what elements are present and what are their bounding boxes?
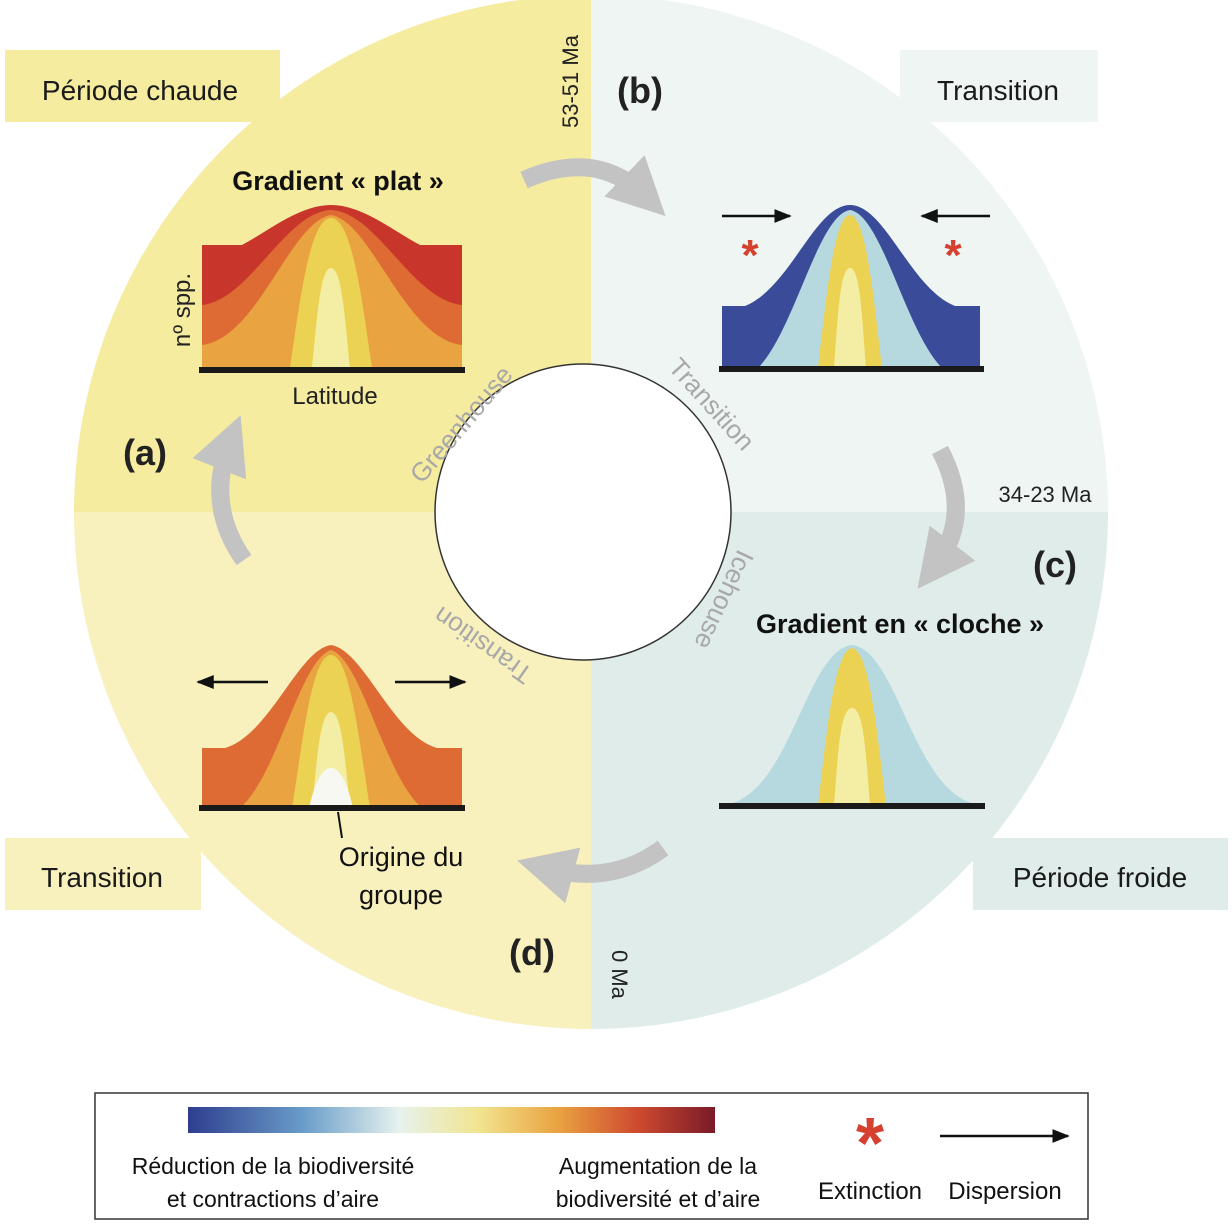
corner-label-a: Période chaude xyxy=(42,75,238,106)
corner-box-b xyxy=(900,50,1098,122)
cycle-arrows xyxy=(192,155,976,904)
extinction-icon: * xyxy=(944,231,962,280)
cycle-arrow-b-to-c xyxy=(917,445,976,589)
legend: Réduction de la biodiversité et contract… xyxy=(94,1092,1089,1220)
band-pale-c xyxy=(834,708,870,805)
cycle-arrow-d-to-a xyxy=(192,415,252,566)
panel-a-flat-gradient: Gradient « plat » Latitude nº spp. xyxy=(169,166,465,410)
cycle-arrow-a-to-b xyxy=(520,155,666,217)
label-a: (a) xyxy=(123,432,167,473)
time-label-d: 0 Ma xyxy=(607,950,632,1000)
panel-c-title: Gradient en « cloche » xyxy=(756,609,1044,639)
panel-a-title: Gradient « plat » xyxy=(232,166,444,196)
center-hole xyxy=(434,363,732,661)
panel-d-transition: Origine du groupe xyxy=(196,645,467,910)
legend-extinction-label: Extinction xyxy=(818,1178,922,1205)
cycle-arrow-c-to-d xyxy=(517,840,669,904)
corner-box-a xyxy=(5,50,280,122)
corner-label-b: Transition xyxy=(937,75,1059,106)
origin-pointer-line xyxy=(337,811,343,839)
corner-box-c xyxy=(973,838,1228,910)
legend-right-line2: biodiversité et d’aire xyxy=(556,1186,761,1212)
panel-c-baseline xyxy=(719,803,985,809)
time-label-a: 53-51 Ma xyxy=(558,34,583,128)
label-d: (d) xyxy=(509,932,555,973)
panel-d-baseline xyxy=(199,805,465,811)
origin-annotation-line2: groupe xyxy=(359,880,443,910)
legend-extinction-icon: * xyxy=(856,1104,884,1184)
corner-label-c: Période froide xyxy=(1013,862,1187,893)
legend-left-line1: Réduction de la biodiversité xyxy=(132,1153,415,1179)
origin-region xyxy=(309,768,353,808)
band-pale xyxy=(312,268,350,368)
label-b: (b) xyxy=(617,70,663,111)
axis-label-latitude: Latitude xyxy=(292,383,377,410)
time-label-b: 34-23 Ma xyxy=(999,482,1093,507)
panel-c-bell-gradient: Gradient en « cloche » xyxy=(719,609,1044,809)
legend-color-scale xyxy=(188,1107,715,1133)
origin-annotation-line1: Origine du xyxy=(339,842,464,872)
axis-label-species: nº spp. xyxy=(169,273,196,347)
band-pale-b xyxy=(834,268,866,368)
panel-a-baseline xyxy=(199,367,465,373)
legend-dispersion-label: Dispersion xyxy=(948,1178,1061,1205)
label-c: (c) xyxy=(1033,544,1077,585)
legend-right-line1: Augmentation de la xyxy=(559,1153,757,1179)
corner-label-d: Transition xyxy=(41,862,163,893)
panel-b-baseline xyxy=(719,366,984,372)
extinction-icon: * xyxy=(741,231,759,280)
corner-box-d xyxy=(5,838,201,910)
legend-left-line2: et contractions d’aire xyxy=(167,1186,379,1212)
panel-b-transition: * * xyxy=(719,205,990,372)
